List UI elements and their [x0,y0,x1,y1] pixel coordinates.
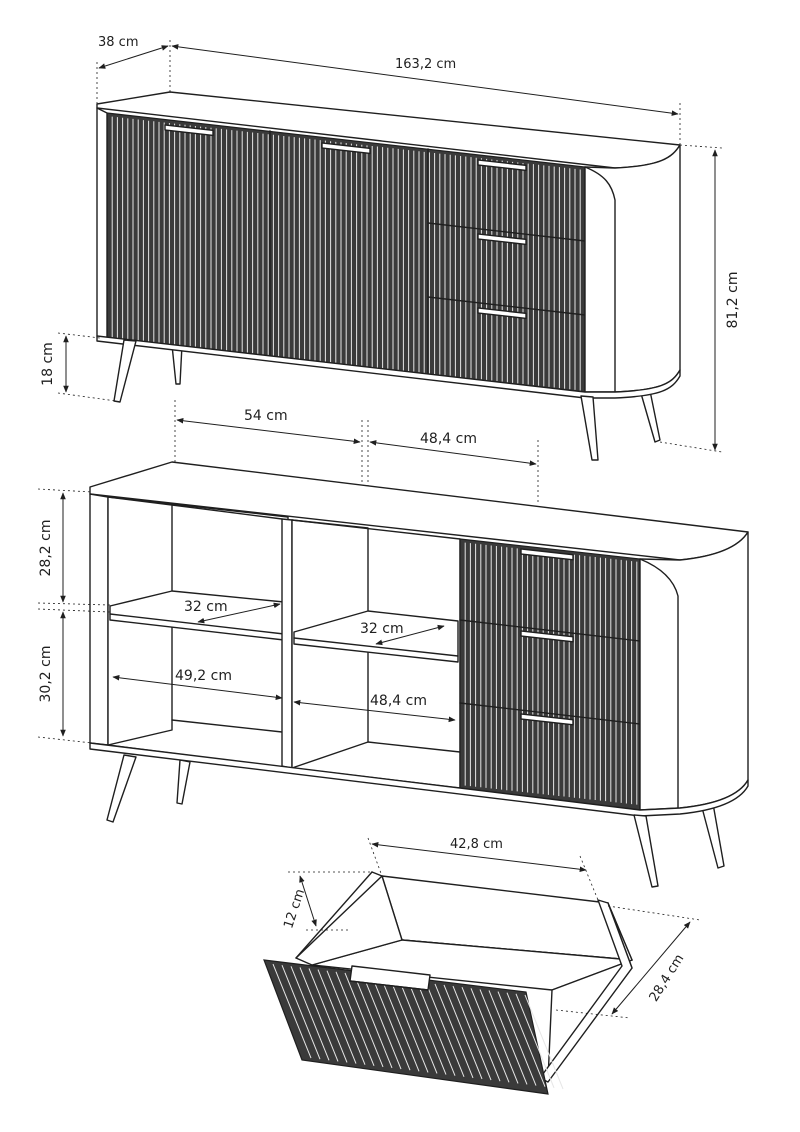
flute-line [470,988,510,1083]
flute-line [326,970,366,1065]
front-left-leg [113,339,137,403]
flute-line [380,977,420,1072]
flute-line [290,966,330,1061]
flute-line [317,969,357,1064]
open-front-left-leg [106,754,137,823]
open-drawer-handle-2 [520,630,574,643]
flute-line [335,971,375,1066]
flute-line [416,981,456,1076]
drawer-handle-2 [477,233,527,246]
front-right-leg [580,395,599,461]
flute-line [407,980,447,1075]
leg-height-label: 18 cm [40,342,56,386]
middle-shelf-label: 32 cm [360,621,404,637]
width-label: 163,2 cm [395,57,456,72]
flute-line [389,978,429,1073]
drawer-block [459,538,641,811]
drawer [263,871,633,1095]
flute-line [524,994,564,1090]
drawer-handle-1 [477,159,527,172]
drawer-width-label: 42,8 cm [450,837,503,852]
open-drawer-handle-3 [520,713,574,726]
flute-line [272,963,312,1059]
middle-inner-width-label: 48,4 cm [370,693,427,709]
door-handle-left [164,124,214,137]
flute-line [452,985,492,1081]
upper-height-label: 28,2 cm [38,520,54,577]
flute-line [299,967,339,1062]
flute-line [434,983,474,1079]
open-back-left-leg [176,759,191,805]
right-section-label: 48,4 cm [420,431,477,447]
flute-line [308,968,348,1063]
left-section-label: 54 cm [244,408,288,424]
top-dimensions: 38 cm 163,2 cm 81,2 cm 18 cm [40,35,741,453]
right-side [584,144,681,393]
flute-line [497,991,537,1086]
drawer-height-label: 12 cm [281,887,308,930]
flutes [111,116,581,391]
flute-line [425,982,465,1077]
drawer-handle-3 [477,307,527,320]
height-label: 81,2 cm [725,272,741,329]
flute-line [461,986,501,1082]
left-shelf-label: 32 cm [184,599,228,615]
flute-line [398,979,438,1074]
flute-line [371,976,411,1071]
open-drawer-handle-1 [520,548,574,561]
depth-label: 38 cm [98,35,139,50]
bottom-edge [96,335,681,399]
flute-line [443,984,483,1080]
lower-height-label: 30,2 cm [38,646,54,703]
left-inner-width-label: 49,2 cm [175,668,232,684]
flute-line [506,992,546,1087]
flute-line [362,974,402,1070]
flute-line [488,990,528,1085]
drawer-left-side [295,875,403,966]
flute-line [353,973,393,1069]
flute-line [281,965,321,1060]
flute-line [515,993,555,1088]
flute-line [344,972,384,1068]
left-panel [96,107,108,341]
flute-line [479,989,519,1084]
sideboard-closed [96,91,681,461]
open-front-right-leg [633,814,659,888]
middle-dimensions: 54 cm 48,4 cm 28,2 cm 30,2 cm 32 cm 32 c… [37,400,539,744]
drawer-front [263,959,549,1095]
drawer-depth-label: 28,4 cm [647,952,688,1005]
door-handle-middle [321,142,371,155]
